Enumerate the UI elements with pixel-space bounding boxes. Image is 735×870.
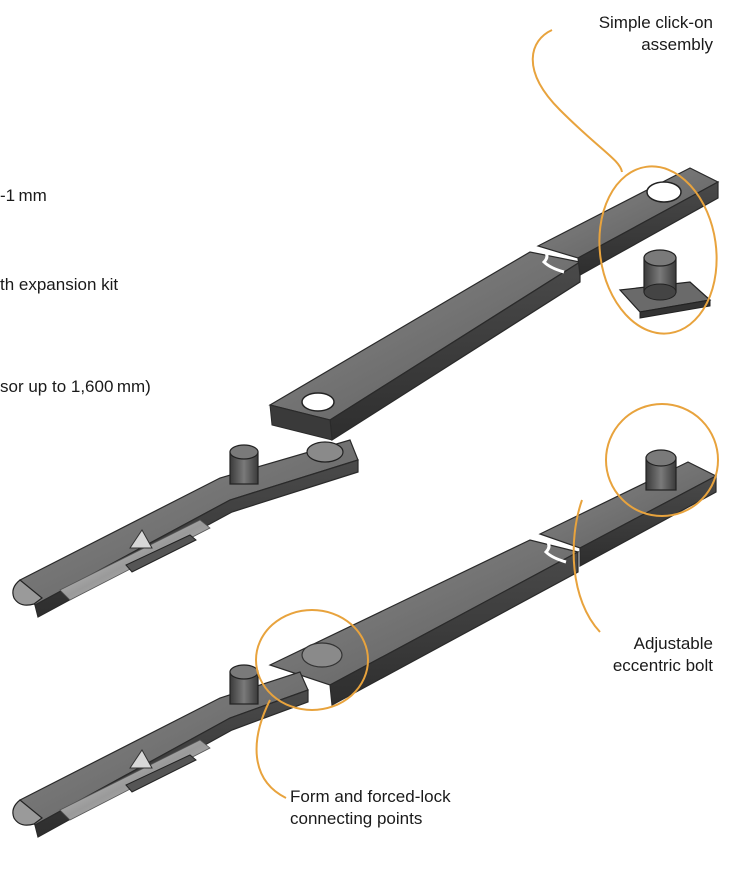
connecting-leader (255, 699, 287, 799)
click-on-label: Simple click-on assembly (599, 12, 713, 56)
connecting-callout-circle (255, 609, 369, 711)
click-on-bolt (618, 249, 712, 319)
connecting-label-line1: Form and forced-lock (290, 787, 451, 806)
upper-scissor-fitting (12, 439, 359, 618)
click-on-label-line1: Simple click-on (598, 13, 713, 32)
eccentric-bolt-label: Adjustable eccentric bolt (613, 633, 713, 677)
cut-text-line1: -1 mm (0, 186, 47, 205)
eccentric-label-line1: Adjustable (633, 634, 713, 653)
click-on-leader (531, 29, 623, 173)
eccentric-callout-circle (605, 403, 719, 517)
cut-text-line2: th expansion kit (0, 275, 119, 294)
eccentric-label-line2: eccentric bolt (612, 656, 713, 675)
connecting-label-line2: connecting points (290, 809, 423, 828)
upper-extension-rail (268, 167, 720, 442)
cut-text-line3: sor up to 1,600 mm) (0, 377, 151, 396)
connecting-points-label: Form and forced-lock connecting points (290, 786, 451, 830)
lower-scissor-fitting (12, 664, 309, 838)
eccentric-leader (572, 499, 601, 633)
click-on-callout-circle (598, 165, 718, 335)
callout-markers (255, 29, 719, 799)
click-on-label-line2: assembly (641, 35, 713, 54)
